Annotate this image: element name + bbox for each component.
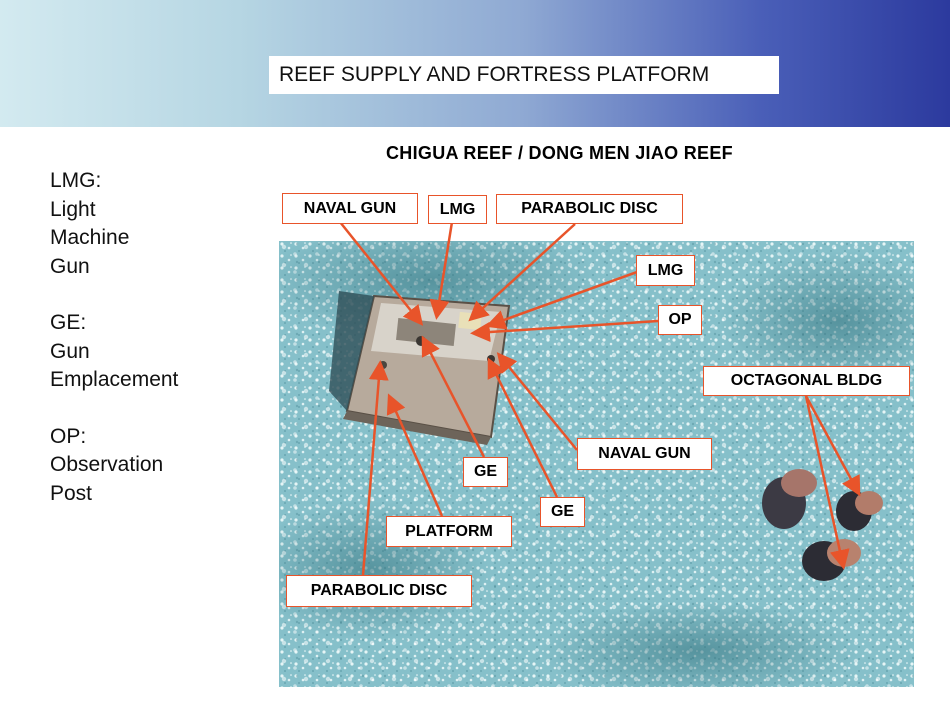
- legend-line: Emplacement: [50, 368, 179, 391]
- callout-ge-left: GE: [463, 457, 508, 487]
- legend-line: LMG:: [50, 169, 102, 192]
- legend-line: GE:: [50, 311, 87, 334]
- legend-ge: GE: Gun Emplacement: [50, 309, 260, 395]
- legend-line: Gun: [50, 254, 90, 278]
- legend-lmg: LMG: Light Machine Gun: [50, 167, 260, 281]
- callout-parabolic-disc-top: PARABOLIC DISC: [496, 194, 683, 224]
- callout-naval-gun-right: NAVAL GUN: [577, 438, 712, 470]
- callout-lmg-top: LMG: [428, 195, 487, 224]
- abbreviation-legend: LMG: Light Machine Gun GE: Gun Emplaceme…: [50, 167, 260, 536]
- slide-subtitle: CHIGUA REEF / DONG MEN JIAO REEF: [386, 143, 733, 163]
- callout-naval-gun-top: NAVAL GUN: [282, 193, 418, 224]
- legend-line: Gun: [50, 339, 90, 363]
- slide-title: REEF SUPPLY AND FORTRESS PLATFORM: [269, 56, 779, 94]
- legend-line: Observation: [50, 453, 164, 476]
- legend-line: Post: [50, 481, 93, 505]
- callout-lmg-right: LMG: [636, 255, 695, 286]
- legend-line: Machine: [50, 226, 130, 249]
- legend-line: OP:: [50, 424, 87, 448]
- callout-op: OP: [658, 305, 702, 335]
- legend-line: Light: [50, 197, 96, 221]
- callout-parabolic-disc-bottom: PARABOLIC DISC: [286, 575, 472, 607]
- callout-octagonal-bldg: OCTAGONAL BLDG: [703, 366, 910, 396]
- callout-platform: PLATFORM: [386, 516, 512, 547]
- callout-ge-right: GE: [540, 497, 585, 527]
- legend-op: OP: Observation Post: [50, 423, 260, 509]
